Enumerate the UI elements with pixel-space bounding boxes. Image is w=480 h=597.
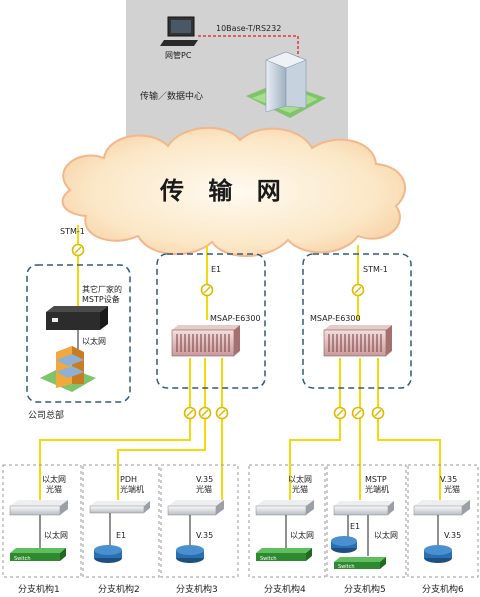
branch-5-switch-icon: Switch xyxy=(334,557,386,570)
branch-1-name: 分支机构1 xyxy=(18,583,60,595)
branch-2-pdh-icon xyxy=(89,501,150,514)
branch-6-router-icon xyxy=(424,545,452,563)
branch-2-device-label-2: 光端机 xyxy=(120,484,144,494)
branch-5-lower-label: E1 xyxy=(350,522,360,531)
data-center-building-icon xyxy=(246,51,326,118)
branch-5-device-label-2: 光端机 xyxy=(365,484,389,494)
hq-device-label-1: 其它厂家的 xyxy=(82,284,122,294)
branch-6-lower-label: V.35 xyxy=(444,531,461,540)
branch-4-lower-label: 以太网 xyxy=(290,530,314,540)
branch-3-device-label-2: 光猫 xyxy=(196,484,212,494)
branch-4-box xyxy=(248,464,326,578)
headquarters-group: 其它厂家的 MSTP设备 以太网 公司总部 xyxy=(26,264,131,421)
branch-1: 以太网 光猫 以太网 Switch 分支机构1 xyxy=(9,474,68,595)
branch-5: MSTP 光端机 E1 以太网 Switch 分支机构5 xyxy=(331,475,398,595)
branch-1-device-label-1: 以太网 xyxy=(42,474,66,484)
msap-right-device-icon xyxy=(323,325,392,357)
branch-1-switch-icon: Switch xyxy=(10,548,66,562)
msap-left-group: MSAP-E6300 xyxy=(156,253,266,389)
branch-3-modem-icon xyxy=(167,500,224,516)
branch-2-name: 分支机构2 xyxy=(98,583,140,595)
branch-4: 以太网 光猫 以太网 Switch 分支机构4 xyxy=(255,474,314,595)
branch-1-box xyxy=(2,464,82,578)
branch-5-device-label-1: MSTP xyxy=(365,475,387,484)
hq-group-label: 公司总部 xyxy=(28,409,64,421)
branch-4-switch-icon: Switch xyxy=(256,548,312,562)
branch-2: PDH 光端机 E1 分支机构2 xyxy=(89,475,150,595)
hq-building-icon xyxy=(40,346,96,392)
branch-3-device-label-1: V.35 xyxy=(196,475,213,484)
hq-link-label: STM-1 xyxy=(60,227,85,236)
hq-dashed-box xyxy=(26,264,131,403)
branch-4-device-label-1: 以太网 xyxy=(288,474,312,484)
cloud-shape xyxy=(61,127,407,257)
branch-6-device-label-2: 光猫 xyxy=(444,484,460,494)
management-link xyxy=(198,35,299,62)
branch-6: V.35 光猫 V.35 分支机构6 xyxy=(413,475,470,595)
branch-6-name: 分支机构6 xyxy=(422,583,464,595)
branch-3: V.35 光猫 V.35 分支机构3 xyxy=(167,475,224,595)
branch-3-router-icon xyxy=(176,545,204,563)
management-link-label: 10Base-T/RS232 xyxy=(216,24,281,33)
branch-5-lower-label-2: 以太网 xyxy=(374,530,398,540)
branch-6-box xyxy=(407,464,479,578)
branch-4-name: 分支机构4 xyxy=(264,583,306,595)
msap-right-device-label: MSAP-E6300 xyxy=(310,314,361,323)
branches xyxy=(2,464,479,578)
msap-left-dashed-box xyxy=(156,253,266,389)
msap-right-dashed-box xyxy=(302,253,412,389)
msap-left-device-icon xyxy=(171,325,240,357)
branch-6-device-label-1: V.35 xyxy=(440,475,457,484)
branch-1-modem-icon xyxy=(9,500,68,516)
data-center-label: 传输／数据中心 xyxy=(140,90,203,102)
branch-5-mstp-icon xyxy=(333,501,394,516)
transmission-cloud: 传 输 网 xyxy=(61,127,407,257)
hq-ethernet-label: 以太网 xyxy=(82,336,106,346)
branch-4-device-label-2: 光猫 xyxy=(292,484,308,494)
management-pc-label: 网管PC xyxy=(165,50,192,60)
branch-6-modem-icon xyxy=(413,500,470,516)
cloud-title: 传 输 网 xyxy=(159,177,289,205)
svg-text:Switch: Switch xyxy=(260,556,277,562)
branch-5-box xyxy=(326,464,407,578)
branch-5-router-icon xyxy=(331,536,357,553)
branch-2-device-label-1: PDH xyxy=(120,475,137,484)
msap-left-link-label: E1 xyxy=(211,265,221,274)
branch-2-router-icon xyxy=(94,545,122,563)
svg-text:Switch: Switch xyxy=(14,556,31,562)
hq-mstp-device-icon xyxy=(46,306,108,330)
fiber-links xyxy=(39,225,441,500)
svg-text:Switch: Switch xyxy=(338,564,355,570)
branch-2-lower-label: E1 xyxy=(116,531,126,540)
branch-3-name: 分支机构3 xyxy=(176,583,218,595)
branch-5-name: 分支机构5 xyxy=(344,583,386,595)
msap-right-group: MSAP-E6300 xyxy=(302,253,412,389)
branch-3-lower-label: V.35 xyxy=(196,531,213,540)
management-pc-icon xyxy=(160,16,198,46)
branch-1-device-label-2: 光猫 xyxy=(46,484,62,494)
msap-left-device-label: MSAP-E6300 xyxy=(210,314,261,323)
hq-device-label-2: MSTP设备 xyxy=(82,294,120,304)
branch-4-modem-icon xyxy=(255,500,314,516)
msap-right-link-label: STM-1 xyxy=(363,265,388,274)
branch-1-lower-label: 以太网 xyxy=(44,530,68,540)
branch-3-box xyxy=(160,464,239,578)
branch-2-box xyxy=(82,464,160,578)
data-center-group: 网管PC 10Base-T/RS232 传输／数据中心 xyxy=(126,0,348,169)
